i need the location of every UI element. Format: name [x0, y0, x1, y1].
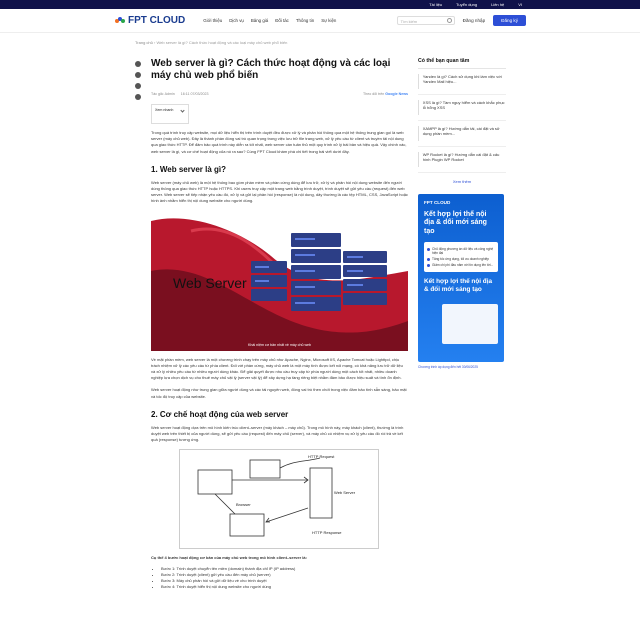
- topbar-careers-link[interactable]: Tuyển dụng: [456, 2, 478, 7]
- nav-item-info[interactable]: Thông tin: [295, 18, 315, 23]
- ad-title: Kết hợp lợi thế nội địa & dối mới sáng t…: [424, 211, 487, 235]
- ad-benefits: Chủ động phương án dữ liệu và công nghệ …: [424, 242, 498, 273]
- sidebar-title: Có thể bạn quan tâm: [418, 58, 506, 69]
- search-icon[interactable]: [446, 18, 452, 23]
- list-item: Bước 3: Máy chủ phản hồi và gửi dữ liệu …: [161, 578, 408, 584]
- promo-banner[interactable]: FPT CLOUD Kết hợp lợi thế nội địa & dối …: [418, 194, 504, 362]
- related-item-yandex[interactable]: Yandex là gì? Cách sử dụng khi làm việc …: [418, 69, 506, 95]
- steps-list: Bước 1: Trình duyệt chuyển tên miền (dom…: [151, 566, 408, 590]
- related-item-wp-rocket[interactable]: WP Rocket là gì? Hướng dẫn cài đặt & cấu…: [418, 147, 506, 173]
- article: Web server là gì? Cách thức hoạt động và…: [151, 58, 408, 590]
- breadcrumb-home[interactable]: Trang chủ: [135, 40, 153, 45]
- publish-date: 16:11 07/03/2023: [180, 92, 209, 96]
- fpt-cloud-logo[interactable]: FPT CLOUD: [115, 15, 185, 26]
- nav-item-about[interactable]: Giới thiệu: [203, 18, 223, 23]
- chevron-down-icon: [180, 108, 185, 113]
- link-icon[interactable]: [135, 94, 141, 100]
- topbar-docs-link[interactable]: Tài liệu: [429, 2, 443, 7]
- logo-text: FPT CLOUD: [128, 15, 186, 26]
- signup-button[interactable]: Đăng ký: [493, 15, 526, 26]
- related-item-xss[interactable]: XSS là gì? Tầm nguy hiểm và cách khắc ph…: [418, 95, 506, 121]
- breadcrumb-current: Web server là gì? Cách thức hoạt động và…: [156, 40, 288, 45]
- section-heading-1: 1. Web server là gì?: [151, 164, 226, 174]
- see-more-link[interactable]: Xem thêm: [452, 179, 472, 184]
- ad-screen-graphic: [442, 304, 498, 344]
- nav-menu: Giới thiệu Dịch vụ Bảng giá Đối tác Thôn…: [203, 18, 336, 23]
- list-item: Bước 2: Trình duyệt (client) gửi yêu cầu…: [161, 572, 408, 578]
- intro-paragraph: Trong quá trình truy cập website, mọi dữ…: [151, 130, 407, 154]
- nav-actions: Tìm kiếm Đăng nhập Đăng ký: [396, 15, 526, 26]
- web-server-illustration: [151, 217, 408, 351]
- definition-paragraph: Web server (máy chủ web) là một hệ thống…: [151, 179, 408, 204]
- toc-label: Xem nhanh: [155, 108, 174, 112]
- follow-google-news[interactable]: Theo dõi trên Google News: [363, 92, 408, 96]
- label-http-request: HTTP Request: [308, 454, 335, 460]
- share-icon[interactable]: [135, 61, 141, 67]
- search-placeholder: Tìm kiếm: [400, 19, 418, 24]
- topbar-contact-link[interactable]: Liên hệ: [491, 2, 505, 7]
- nav-item-pricing[interactable]: Bảng giá: [250, 18, 269, 23]
- diagram-sketch: [197, 458, 333, 537]
- nav-item-events[interactable]: Sự kiện: [321, 18, 337, 23]
- main-nav: FPT CLOUD Giới thiệu Dịch vụ Bảng giá Đố…: [0, 9, 640, 33]
- hero-image: Web Server Khái niệm cơ bản nhất về máy …: [151, 210, 408, 351]
- client-server-diagram: HTTP Request HTTP Response Browser Web S…: [179, 449, 379, 550]
- sidebar: Có thể bạn quan tâm Yandex là gì? Cách s…: [418, 58, 506, 369]
- section-heading-2: 2. Cơ chế hoạt động của web server: [151, 409, 289, 419]
- page-title: Web server là gì? Cách thức hoạt động và…: [151, 58, 391, 81]
- nav-item-partners[interactable]: Đối tác: [275, 18, 289, 23]
- related-item-xampp[interactable]: XAMPP là gì? Hướng dẫn tải, cài đặt và s…: [418, 121, 506, 147]
- share-bar: [135, 61, 141, 100]
- breadcrumb: Trang chủ › Web server là gì? Cách thức …: [135, 40, 288, 45]
- ad-note: Chương trình áp dụng đến hết 30/06/2025: [418, 365, 478, 369]
- article-meta: Tác giả: Admin 16:11 07/03/2023 Theo dõi…: [151, 92, 408, 96]
- label-http-response: HTTP Response: [312, 530, 342, 536]
- toc-toggle[interactable]: Xem nhanh: [151, 104, 189, 124]
- label-browser: Browser: [236, 502, 251, 508]
- facebook-icon[interactable]: [135, 72, 141, 78]
- linkedin-icon[interactable]: [135, 83, 141, 89]
- hero-text: Web Server: [173, 274, 247, 291]
- top-bar: Tài liệu Tuyển dụng Liên hệ VI: [0, 0, 640, 9]
- search-input[interactable]: Tìm kiếm: [396, 16, 455, 25]
- label-web-server: Web Server: [334, 490, 356, 496]
- steps-intro: Cụ thể 4 bước hoạt động cơ bản của máy c…: [151, 555, 307, 561]
- ad-logo: FPT CLOUD: [424, 200, 451, 205]
- list-item: Bước 4: Trình duyệt hiển thị nội dung we…: [161, 584, 408, 590]
- language-selector[interactable]: VI: [518, 2, 522, 7]
- fpt-logo-icon: [115, 17, 125, 24]
- role-paragraph: Web server hoạt động như trung gian giữa…: [151, 387, 407, 399]
- author: Tác giả: Admin: [151, 92, 175, 96]
- software-paragraph: Về mặt phần mềm, web server là một chươn…: [151, 356, 403, 381]
- ad-title-secondary: Kết hợp lợi thế nội địa & đổi mới sáng t…: [424, 278, 493, 293]
- login-link[interactable]: Đăng nhập: [462, 18, 486, 23]
- nav-item-services[interactable]: Dịch vụ: [229, 18, 244, 23]
- list-item: Bước 1: Trình duyệt chuyển tên miền (dom…: [161, 566, 408, 572]
- hero-caption: Khái niệm cơ bản nhất về máy chủ web: [247, 342, 312, 347]
- mechanism-paragraph: Web server hoạt động dựa trên mô hình ki…: [151, 424, 404, 443]
